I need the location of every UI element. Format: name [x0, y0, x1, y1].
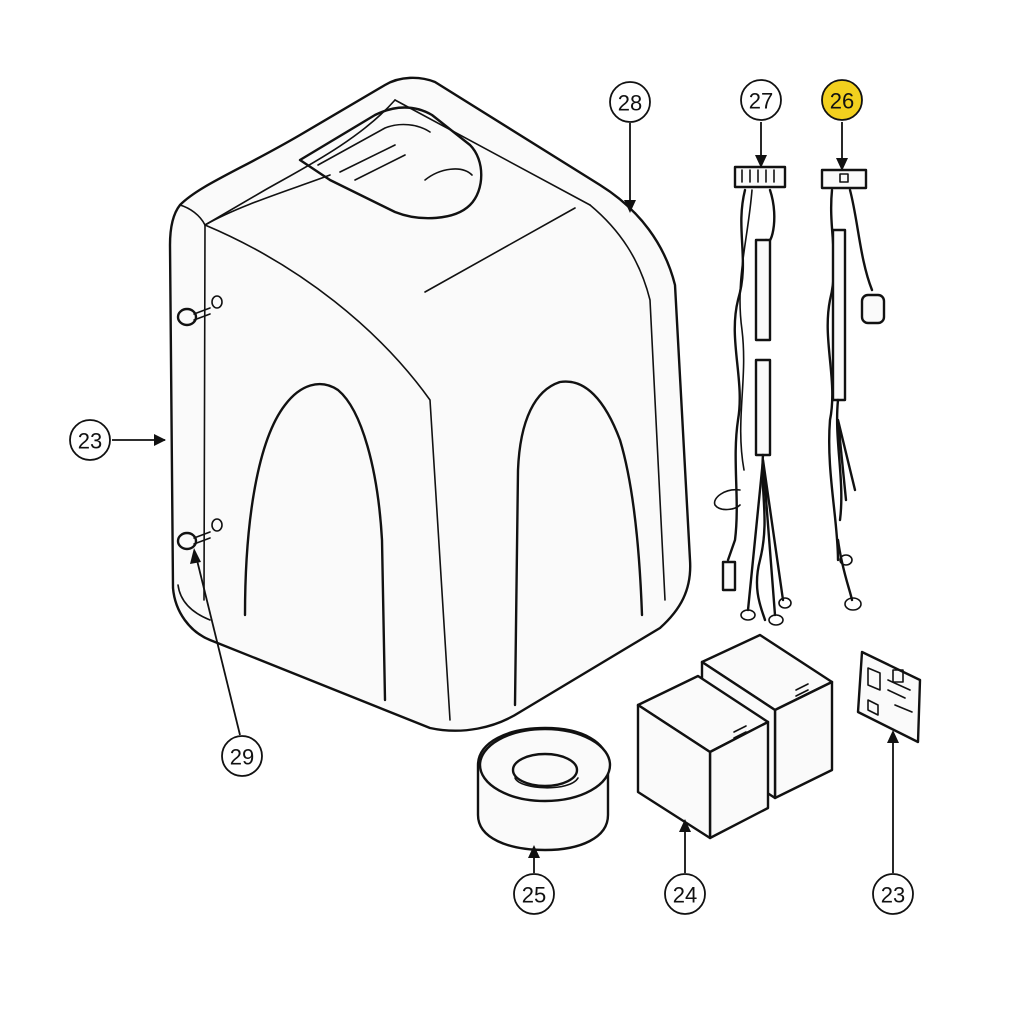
- callout-29: 29: [221, 735, 263, 777]
- callout-23-right: 23: [872, 873, 914, 915]
- callout-23-left: 23: [69, 419, 111, 461]
- screw-icon: [176, 295, 223, 551]
- svg-text:27: 27: [749, 89, 773, 114]
- svg-text:25: 25: [522, 883, 546, 908]
- callout-25: 25: [513, 873, 555, 915]
- callout-27: 27: [740, 79, 782, 121]
- svg-text:29: 29: [230, 745, 254, 770]
- svg-text:23: 23: [78, 429, 102, 454]
- callout-24: 24: [664, 873, 706, 915]
- callout-28: 28: [609, 81, 651, 123]
- svg-text:24: 24: [673, 883, 697, 908]
- svg-text:23: 23: [881, 883, 905, 908]
- callout-26-highlighted: 26: [821, 79, 863, 121]
- wire-harness-icon: [820, 168, 886, 611]
- circuit-board-icon: [856, 650, 922, 744]
- battery-icon: [636, 633, 834, 840]
- svg-text:28: 28: [618, 91, 642, 116]
- motor-cover-icon: [168, 76, 692, 732]
- wire-harness-icon: [713, 165, 792, 626]
- ring-icon: [476, 726, 612, 852]
- leader-lines: [112, 122, 899, 873]
- svg-text:26: 26: [830, 89, 854, 114]
